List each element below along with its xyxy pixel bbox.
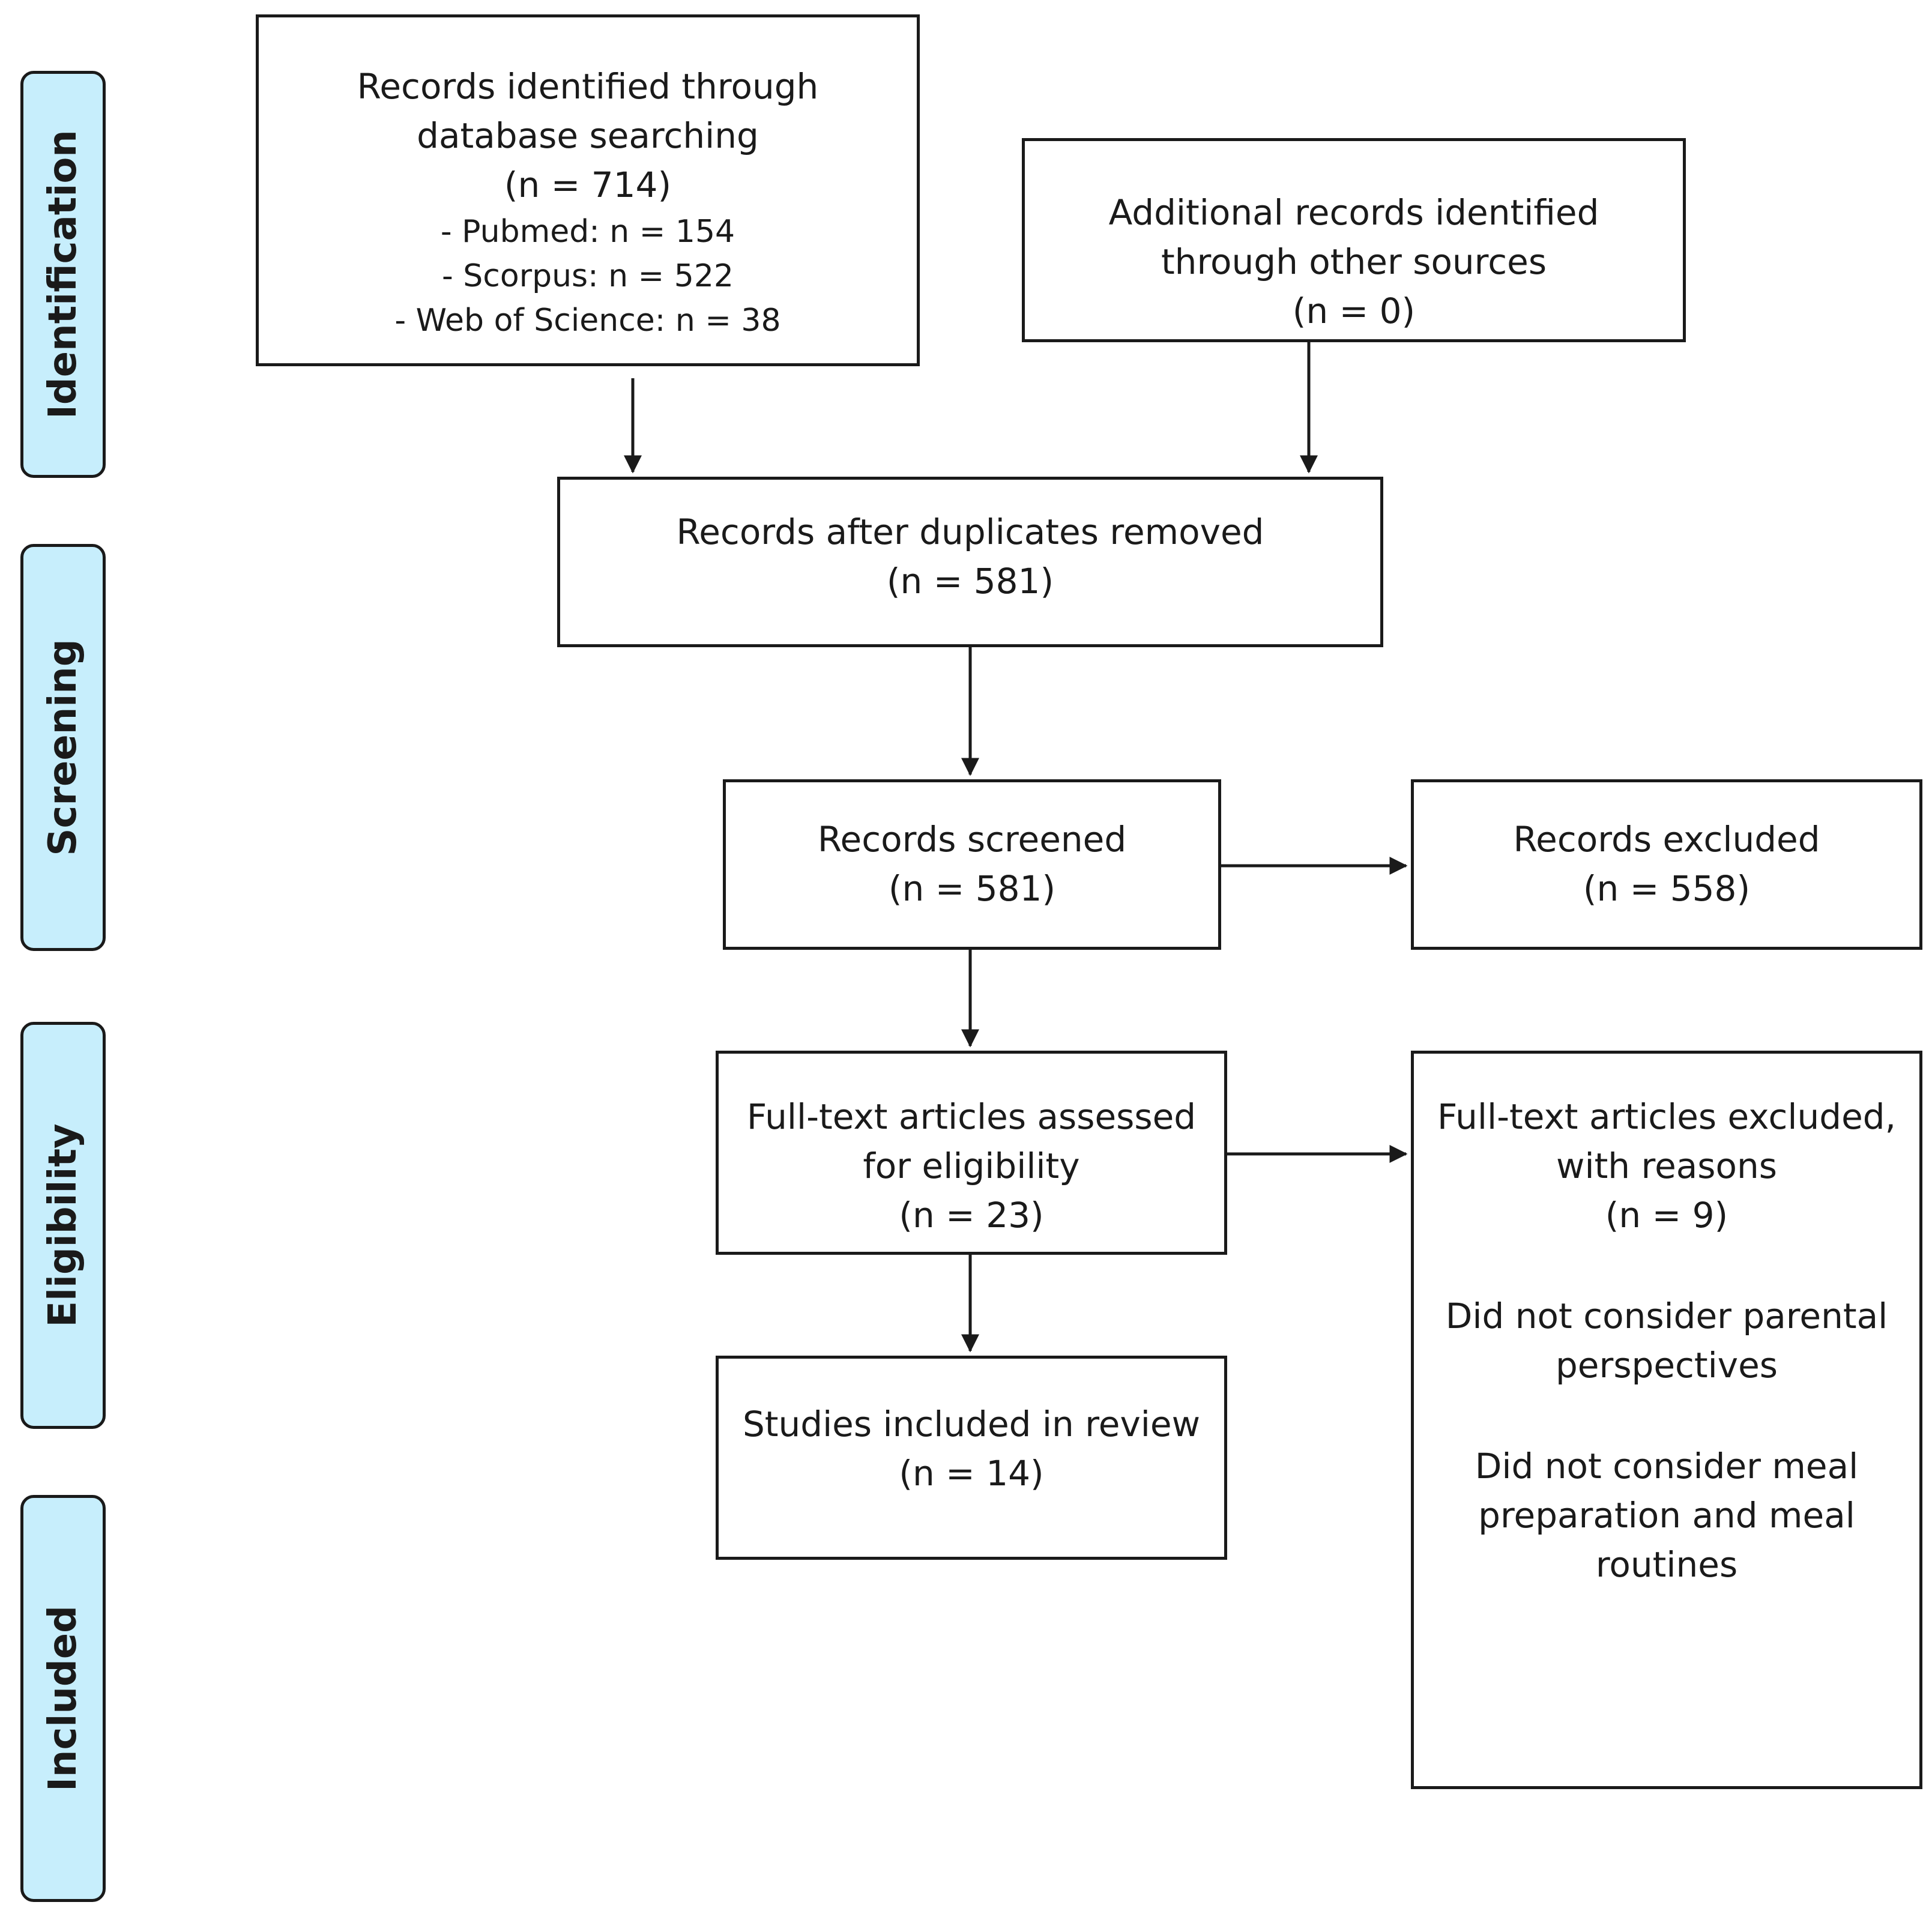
- box-line: Additional records identified: [1108, 192, 1599, 233]
- records-excluded-box: Records excluded (n = 558): [1411, 779, 1922, 950]
- record-count: (n = 0): [1292, 291, 1416, 331]
- box-line: Records excluded: [1513, 819, 1820, 860]
- record-count: (n = 714): [504, 165, 672, 205]
- exclusion-reason-line: Did not consider parental: [1445, 1296, 1888, 1336]
- additional-records-box: Additional records identified through ot…: [1022, 138, 1686, 342]
- record-count: (n = 14): [899, 1453, 1044, 1494]
- box-line: through other sources: [1161, 241, 1547, 282]
- exclusion-reason-line: Did not consider meal: [1475, 1446, 1859, 1487]
- stage-included: Included: [20, 1495, 106, 1902]
- records-screened-box: Records screened (n = 581): [723, 779, 1221, 950]
- record-count: (n = 23): [899, 1195, 1044, 1236]
- box-line: Full-text articles assessed: [746, 1096, 1197, 1137]
- box-line: Records after duplicates removed: [676, 512, 1264, 552]
- box-line: database searching: [417, 115, 759, 156]
- source-scopus: - Scorpus: n = 522: [441, 258, 734, 294]
- stage-screening: Screening: [20, 544, 106, 951]
- exclusion-reason-line: perspectives: [1555, 1345, 1778, 1386]
- source-web-of-science: - Web of Science: n = 38: [394, 303, 781, 339]
- box-line: Records identified through: [357, 66, 819, 107]
- box-line: with reasons: [1556, 1146, 1777, 1186]
- box-line: Records screened: [817, 819, 1127, 860]
- fulltext-excluded-box: Full-text articles excluded, with reason…: [1411, 1051, 1922, 1789]
- box-line: for eligibility: [863, 1146, 1080, 1186]
- records-after-duplicates-box: Records after duplicates removed (n = 58…: [557, 477, 1383, 647]
- stage-identification: Identification: [20, 71, 106, 478]
- records-identified-box: Records identified through database sear…: [256, 14, 920, 366]
- exclusion-reason-line: routines: [1595, 1544, 1738, 1585]
- stage-eligibility: Eligibility: [20, 1022, 106, 1429]
- studies-included-box: Studies included in review (n = 14): [716, 1356, 1227, 1560]
- fulltext-assessed-box: Full-text articles assessed for eligibil…: [716, 1051, 1227, 1255]
- box-line: Studies included in review: [742, 1404, 1201, 1445]
- box-line: Full-text articles excluded,: [1437, 1096, 1897, 1137]
- record-count: (n = 9): [1605, 1195, 1728, 1236]
- record-count: (n = 581): [886, 561, 1054, 602]
- record-count: (n = 581): [888, 868, 1056, 909]
- source-pubmed: - Pubmed: n = 154: [440, 214, 735, 250]
- exclusion-reason-line: preparation and meal: [1478, 1495, 1855, 1536]
- record-count: (n = 558): [1583, 868, 1751, 909]
